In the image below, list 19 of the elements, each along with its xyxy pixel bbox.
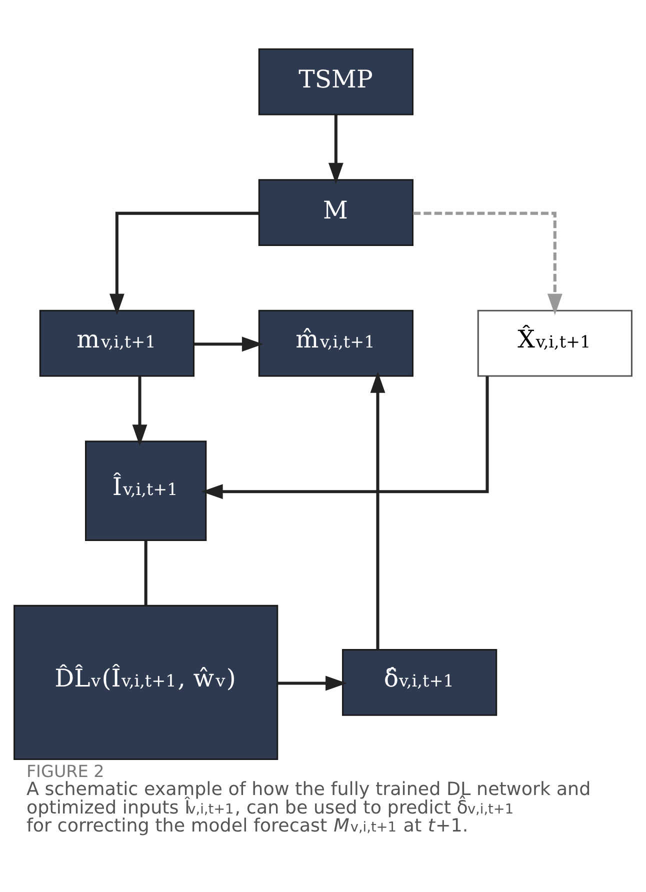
arrow (328, 114, 344, 184)
arrow (201, 376, 489, 500)
node-box: D̂L̂v(Îv,i,t+1, ŵv) (14, 604, 278, 760)
node-box: M (258, 179, 414, 246)
node-box: TSMP (258, 48, 414, 116)
diagram-title: FIGURE 2 (26, 761, 104, 782)
arrow (413, 212, 562, 316)
arrow (277, 676, 347, 691)
arrow (132, 376, 148, 446)
arrow (370, 372, 386, 650)
node-box: m̂v,i,t+1 (258, 310, 414, 377)
node-box: Îv,i,t+1 (85, 440, 207, 542)
node-box: δ̂v,i,t+1 (342, 649, 498, 716)
node-box: X̂v,i,t+1 (477, 310, 632, 377)
node-box: mv,i,t+1 (39, 310, 194, 377)
connector (144, 540, 148, 606)
caption: A schematic example of how the fully trained DL network and optimized inputs Îv,i,t+1, can be used to predict δ̂v,i,t+1 for correcting the model forecast Mv,i,t+1 at t+1. (26, 779, 591, 837)
arrow (194, 336, 264, 352)
arrow (109, 212, 259, 316)
